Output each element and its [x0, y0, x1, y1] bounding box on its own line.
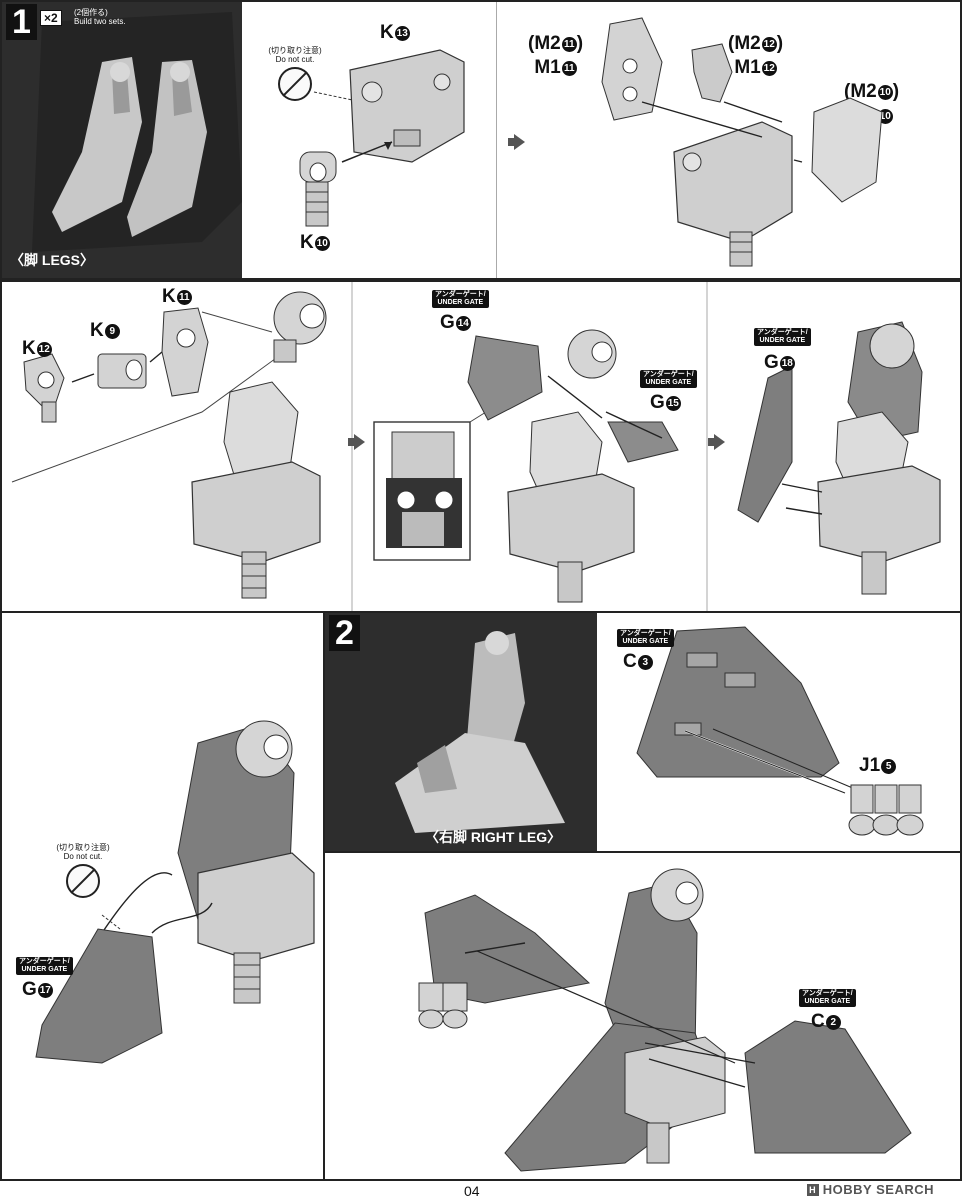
legs-caption: 〈脚 LEGS〉	[10, 250, 94, 270]
multiplier-jp: (2個作る)	[74, 8, 108, 17]
no-cut-icon	[278, 67, 312, 101]
multiplier-badge: ×2	[40, 10, 62, 26]
multiplier-text: ×2	[44, 11, 58, 25]
multiplier-en: Build two sets.	[74, 17, 126, 26]
legs-caption-en: LEGS〉	[41, 252, 95, 268]
watermark: H HOBBY SEARCH	[806, 1182, 934, 1197]
under-gate-badge-g18: アンダーゲート/UNDER GATE	[754, 328, 811, 346]
step1-number: 1	[6, 4, 37, 40]
no-cut-icon-2	[66, 864, 100, 898]
right-leg-caption-en: RIGHT LEG〉	[470, 829, 562, 845]
watermark-logo-icon: H	[806, 1184, 819, 1196]
row3-illustration	[35, 720, 315, 1064]
step2-photo: 2 〈右脚 RIGHT LEG〉	[325, 613, 597, 851]
step1-photo: 1 ×2 (2個作る) Build two sets. 〈脚 LEGS〉	[2, 2, 242, 278]
divider-1	[496, 2, 497, 278]
right-leg-caption: 〈右脚 RIGHT LEG〉	[425, 827, 561, 847]
under-gate-badge-g15: アンダーゲート/UNDER GATE	[640, 370, 697, 388]
page-number: 04	[464, 1183, 480, 1199]
do-not-cut-jp-2: (切り取り注意)	[56, 843, 110, 852]
do-not-cut-en: Do not cut.	[275, 55, 315, 64]
step2-assembly-illustration	[418, 868, 912, 1172]
legs-photo-illustration	[2, 2, 242, 278]
row1-subassembly-1	[299, 49, 465, 227]
next-step-arrow-1	[508, 134, 525, 150]
under-gate-badge-c2: アンダーゲート/UNDER GATE	[799, 989, 856, 1007]
under-gate-badge-c3: アンダーゲート/UNDER GATE	[617, 629, 674, 647]
under-gate-badge-g14: アンダーゲート/UNDER GATE	[432, 290, 489, 308]
do-not-cut-jp: (切り取り注意)	[268, 46, 322, 55]
do-not-cut-en-2: Do not cut.	[63, 852, 103, 861]
step2-c3-illustration	[636, 626, 924, 836]
right-leg-photo-illustration	[325, 613, 597, 851]
row2-illustrations	[11, 282, 941, 611]
right-leg-caption-jp: 〈右脚	[425, 829, 467, 845]
step1-row3-panel: (切り取り注意) Do not cut. アンダーゲート/UNDER GATE …	[0, 611, 325, 1181]
next-step-arrow-2	[348, 434, 365, 450]
do-not-cut-note-2: (切り取り注意) Do not cut.	[48, 843, 118, 898]
watermark-text: HOBBY SEARCH	[822, 1182, 934, 1197]
under-gate-badge-g17: アンダーゲート/UNDER GATE	[16, 957, 73, 975]
next-step-arrow-3	[708, 434, 725, 450]
step2-number: 2	[329, 615, 360, 651]
multiplier-note: (2個作る) Build two sets.	[74, 8, 126, 26]
row1-subassembly-2	[601, 17, 883, 267]
do-not-cut-note-1: (切り取り注意) Do not cut.	[260, 46, 330, 101]
legs-caption-jp: 〈脚	[10, 252, 38, 268]
